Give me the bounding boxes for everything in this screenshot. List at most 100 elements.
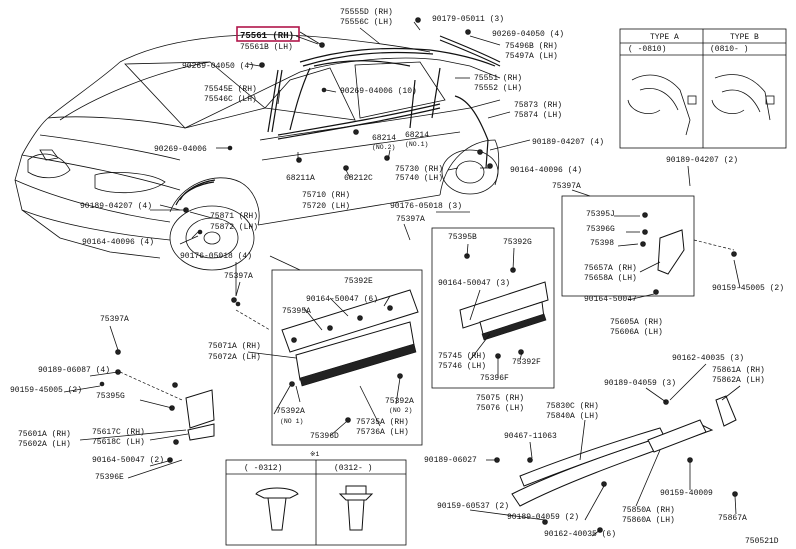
label-75395g[interactable]: 75395G — [96, 392, 125, 401]
label-75862a[interactable]: 75862A (LH) — [712, 376, 765, 385]
belt-moulding — [277, 103, 441, 136]
label-90164-40096b[interactable]: 90164-40096 (4) — [82, 238, 154, 247]
roof-rail-strip — [439, 35, 501, 63]
front-pillar-moulding — [267, 69, 279, 133]
label-75392a-no1[interactable]: 75392A — [276, 407, 305, 416]
label-90159-45005b[interactable]: 90159-45005 (2) — [10, 386, 82, 395]
label-75745[interactable]: 75745 (RH) — [438, 352, 486, 361]
label-75740[interactable]: 75740 (LH) — [395, 174, 443, 183]
label-75874[interactable]: 75874 (LH) — [514, 111, 562, 120]
label-75861a[interactable]: 75861A (RH) — [712, 366, 765, 375]
label-75867a[interactable]: 75867A — [718, 514, 747, 523]
label-90269-04006b[interactable]: 90269-04006 — [154, 145, 207, 154]
label-90164-50047c[interactable]: 90164-50047 — [584, 295, 637, 304]
label-75658a[interactable]: 75658A (LH) — [584, 274, 637, 283]
label-75736a[interactable]: 75736A (LH) — [356, 428, 409, 437]
label-90189-04059b[interactable]: 90189-04059 (2) — [507, 513, 579, 522]
label-90189-04207c[interactable]: 90189-04207 (4) — [80, 202, 152, 211]
label-75860a[interactable]: 75860A (LH) — [622, 516, 675, 525]
label-75396g[interactable]: 75396G — [586, 225, 615, 234]
roof-drip-moulding — [299, 47, 496, 67]
label-75735a[interactable]: 75735A (RH) — [356, 418, 409, 427]
label-75746[interactable]: 75746 (LH) — [438, 362, 486, 371]
label-75602a[interactable]: 75602A (LH) — [18, 440, 71, 449]
label-90269-04006a[interactable]: 90269-04006 (10) — [340, 87, 417, 96]
label-75830c[interactable]: 75830C (RH) — [546, 402, 599, 411]
label-75552[interactable]: 75552 (LH) — [474, 84, 522, 93]
label-75072a[interactable]: 75072A (LH) — [208, 353, 261, 362]
label-75850a[interactable]: 75850A (RH) — [622, 506, 675, 515]
label-90189-04059a[interactable]: 90189-04059 (3) — [604, 379, 676, 388]
label-75551[interactable]: 75551 (RH) — [474, 74, 522, 83]
label-75871[interactable]: 75871 (RH) — [210, 212, 258, 221]
label-90164-40096a[interactable]: 90164-40096 (4) — [510, 166, 582, 175]
label-90159-60537[interactable]: 90159-60537 (2) — [437, 502, 509, 511]
roof-moulding-parts — [175, 35, 501, 206]
label-75398[interactable]: 75398 — [590, 239, 614, 248]
label-75546c[interactable]: 75546C (LH) — [204, 95, 257, 104]
label-75395a[interactable]: 75395A — [282, 307, 311, 316]
label-75605a[interactable]: 75605A (RH) — [610, 318, 663, 327]
label-68214-no1[interactable]: 68214 — [405, 131, 429, 140]
label-75730[interactable]: 75730 (RH) — [395, 165, 443, 174]
label-90164-50047d[interactable]: 90164-50047 (2) — [92, 456, 164, 465]
label-90189-04207a[interactable]: 90189-04207 (4) — [532, 138, 604, 147]
label-75392e[interactable]: 75392E — [344, 277, 373, 286]
label-75397a-fender[interactable]: 75397A — [224, 272, 253, 281]
label-75392a-no2[interactable]: 75392A — [385, 397, 414, 406]
label-75396e[interactable]: 75396E — [95, 473, 124, 482]
label-75071a[interactable]: 75071A (RH) — [208, 342, 261, 351]
label-75617c[interactable]: 75617C (RH) — [92, 428, 145, 437]
car-fastener-markers — [183, 17, 493, 235]
label-75657a[interactable]: 75657A (RH) — [584, 264, 637, 273]
label-90467-11063[interactable]: 90467-11063 — [504, 432, 557, 441]
label-68214-no2[interactable]: 68214 — [372, 134, 396, 143]
label-75392g[interactable]: 75392G — [503, 238, 532, 247]
label-75396d[interactable]: 75396D — [310, 432, 339, 441]
label-75561[interactable]: 75561 (RH) — [240, 31, 294, 41]
label-90269-04050b[interactable]: 90269-04050 (4) — [182, 62, 254, 71]
label-75873[interactable]: 75873 (RH) — [514, 101, 562, 110]
label-90159-40009[interactable]: 90159-40009 — [660, 489, 713, 498]
label-90176-05018b[interactable]: 90176-05018 (4) — [180, 252, 252, 261]
label-75397a-door[interactable]: 75397A — [396, 215, 425, 224]
label-75601a[interactable]: 75601A (RH) — [18, 430, 71, 439]
highlight-box — [236, 26, 300, 42]
label-75720[interactable]: 75720 (LH) — [302, 202, 350, 211]
label-75497a[interactable]: 75497A (LH) — [505, 52, 558, 61]
label-90269-04050a[interactable]: 90269-04050 (4) — [492, 30, 564, 39]
front-door-moulding-box — [271, 269, 423, 446]
label-90159-45005a[interactable]: 90159-45005 (2) — [712, 284, 784, 293]
label-90189-06027[interactable]: 90189-06027 — [424, 456, 477, 465]
label-68211a[interactable]: 68211A — [286, 174, 315, 183]
label-75392f[interactable]: 75392F — [512, 358, 541, 367]
label-90164-50047a[interactable]: 90164-50047 (3) — [438, 279, 510, 288]
label-75872[interactable]: 75872 (LH) — [210, 223, 258, 232]
label-75555d[interactable]: 75555D (RH) — [340, 8, 393, 17]
label-90162-40035a[interactable]: 90162-40035 (3) — [672, 354, 744, 363]
label-90162-40035b[interactable]: 90162-40035 (6) — [544, 530, 616, 539]
label-75606a[interactable]: 75606A (LH) — [610, 328, 663, 337]
label-75396f[interactable]: 75396F — [480, 374, 509, 383]
label-68212c[interactable]: 68212C — [344, 174, 373, 183]
label-75397a-left[interactable]: 75397A — [100, 315, 129, 324]
label-75710[interactable]: 75710 (RH) — [302, 191, 350, 200]
rear-door-upper-strip — [459, 281, 549, 329]
label-90189-06087[interactable]: 90189-06087 (4) — [38, 366, 110, 375]
label-75618c[interactable]: 75618C (LH) — [92, 438, 145, 447]
label-90179[interactable]: 90179-05011 (3) — [432, 15, 504, 24]
label-75545e[interactable]: 75545E (RH) — [204, 85, 257, 94]
label-75395b[interactable]: 75395B — [448, 233, 477, 242]
label-90189-04207b[interactable]: 90189-04207 (2) — [666, 156, 738, 165]
label-75840a[interactable]: 75840A (LH) — [546, 412, 599, 421]
label-75075[interactable]: 75075 (RH) — [476, 394, 524, 403]
label-90176-05018a[interactable]: 90176-05018 (3) — [390, 202, 462, 211]
label-75395j[interactable]: 75395J — [586, 210, 615, 219]
rear-door-moulding-box — [431, 227, 555, 389]
label-75561b[interactable]: 75561B (LH) — [240, 43, 293, 52]
label-75397a-rear[interactable]: 75397A — [552, 182, 581, 191]
label-75496b[interactable]: 75496B (RH) — [505, 42, 558, 51]
label-75076[interactable]: 75076 (LH) — [476, 404, 524, 413]
label-90164-50047b[interactable]: 90164-50047 (6) — [306, 295, 378, 304]
label-75556c[interactable]: 75556C (LH) — [340, 18, 393, 27]
